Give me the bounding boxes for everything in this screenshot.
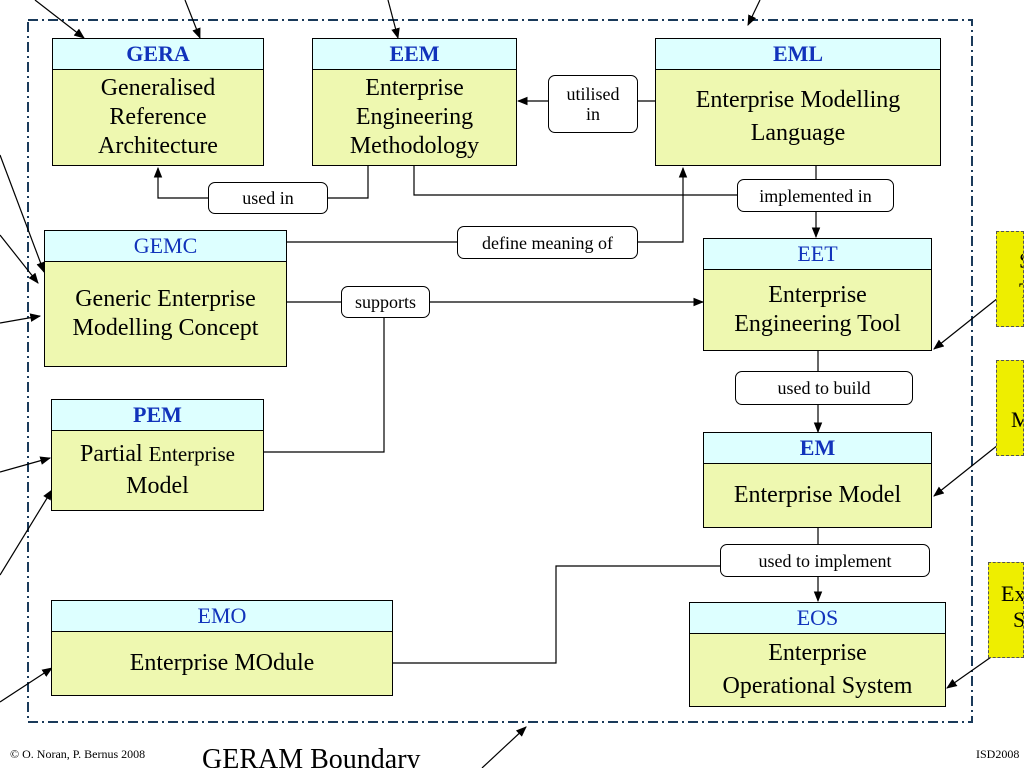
gera-line3: Architecture: [98, 132, 218, 159]
eem-box: EEM Enterprise Engineering Methodology: [312, 38, 517, 166]
eem-code: EEM: [313, 39, 516, 70]
gemc-box: GEMC Generic Enterprise Modelling Concep…: [44, 230, 287, 367]
eml-box: EML Enterprise Modelling Language: [655, 38, 941, 166]
label-implemented-in: implemented in: [737, 179, 894, 212]
copyright-text: © O. Noran, P. Bernus 2008: [10, 747, 146, 761]
side-box-2-line1: M: [1011, 405, 1023, 435]
em-box: EM Enterprise Model: [703, 432, 932, 528]
label-utilised-in-line1: utilised: [566, 84, 620, 104]
label-used-to-build: used to build: [735, 371, 913, 405]
eml-code: EML: [656, 39, 940, 70]
side-box-3-line1: Ex: [1001, 581, 1024, 606]
side-box-1-line1: S: [1019, 246, 1023, 276]
geram-boundary-label: GERAM Boundary: [202, 745, 421, 768]
emo-box: EMO Enterprise MOdule: [51, 600, 393, 696]
side-box-3: Ex S: [988, 562, 1024, 658]
emo-code: EMO: [52, 601, 392, 632]
gemc-code: GEMC: [45, 231, 286, 262]
pem-line2: Model: [126, 473, 189, 499]
external-arrows: [0, 0, 999, 768]
gera-code: GERA: [53, 39, 263, 70]
eem-line1: Enterprise: [365, 74, 464, 101]
em-code: EM: [704, 433, 931, 464]
eem-line3: Methodology: [349, 132, 480, 159]
label-supports: supports: [341, 286, 430, 318]
label-used-in: used in: [208, 182, 328, 214]
gera-line2: Reference: [109, 103, 207, 130]
label-define-meaning-of: define meaning of: [457, 226, 638, 259]
side-box-1-line2: T: [1019, 276, 1023, 306]
eet-box: EET Enterprise Engineering Tool: [703, 238, 932, 351]
label-utilised-in-line2: in: [585, 104, 600, 124]
eet-line2: Engineering Tool: [734, 310, 901, 337]
pem-code: PEM: [52, 400, 263, 431]
side-box-2: M: [996, 360, 1024, 456]
eos-line2: Operational System: [722, 672, 913, 699]
em-line1: Enterprise Model: [733, 481, 902, 508]
eet-code: EET: [704, 239, 931, 270]
eet-line1: Enterprise: [768, 281, 867, 308]
conference-label: ISD2008: [976, 747, 1020, 761]
geram-boundary: [27, 19, 973, 723]
eos-box: EOS Enterprise Operational System: [689, 602, 946, 707]
gera-line1: Generalised: [100, 74, 216, 101]
gemc-line2: Modelling Concept: [72, 314, 259, 341]
label-utilised-in: utilised in: [548, 75, 638, 133]
eml-line1: Enterprise Modelling: [695, 87, 901, 113]
eos-code: EOS: [690, 603, 945, 634]
side-box-3-line2: S: [1001, 607, 1023, 633]
eem-line2: Engineering: [355, 103, 474, 130]
pem-box: PEM Partial Enterprise Model: [51, 399, 264, 511]
gemc-line1: Generic Enterprise: [75, 285, 256, 312]
connectors: [153, 96, 823, 664]
label-used-to-implement: used to implement: [720, 544, 930, 577]
eos-line1: Enterprise: [768, 639, 867, 666]
eml-line2: Language: [750, 120, 846, 146]
gera-box: GERA Generalised Reference Architecture: [52, 38, 264, 166]
side-box-1: S T: [996, 231, 1024, 327]
pem-line1a: Partial: [80, 441, 143, 467]
emo-line1: Enterprise MOdule: [129, 649, 315, 676]
pem-line1b: Enterprise: [148, 442, 235, 466]
